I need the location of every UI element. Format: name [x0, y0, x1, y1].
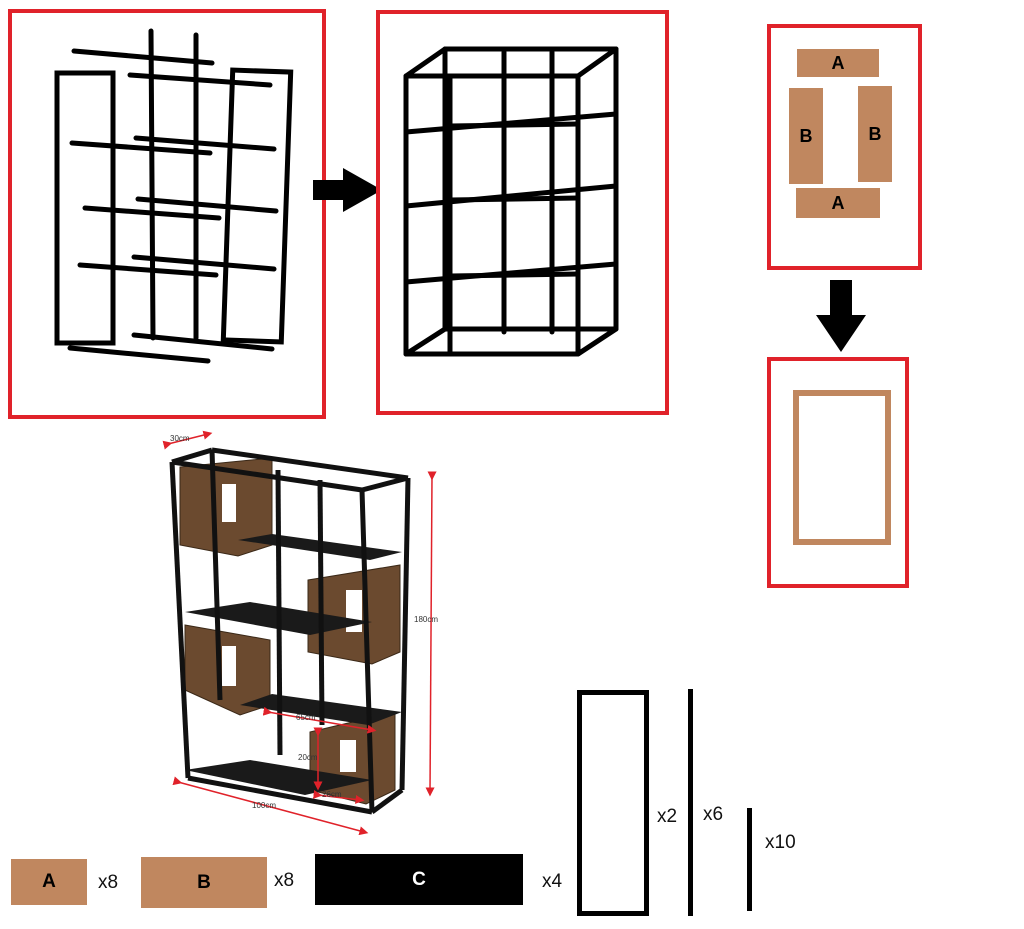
part-c-shelf: C — [315, 854, 523, 905]
shelf-width-dimension-line — [262, 706, 377, 734]
horizontal-bar — [131, 254, 277, 272]
part-a-board: A — [11, 859, 87, 905]
horizontal-bar — [77, 262, 219, 278]
assembled-box-outline — [793, 390, 891, 545]
part-a-quantity: x8 — [98, 872, 119, 893]
piece-a-label: A — [831, 192, 845, 213]
horizontal-bar — [133, 135, 277, 152]
short-bar-part — [747, 808, 752, 911]
horizontal-bar — [135, 196, 279, 214]
assembled-frame-sketch — [403, 46, 619, 357]
part-c-quantity: x4 — [542, 871, 563, 892]
side-frame-quantity: x2 — [657, 806, 678, 827]
horizontal-bar — [71, 48, 215, 66]
piece-a-bottom: A — [796, 188, 880, 218]
part-b-label: B — [197, 871, 211, 893]
long-bar-part — [688, 689, 693, 916]
assembled-box-panel — [767, 357, 909, 588]
total-width-dimension-label: 100cm — [252, 801, 276, 810]
depth-dimension-label: 30cm — [170, 434, 190, 443]
piece-b-label: B — [799, 125, 813, 146]
piece-b-label: B — [868, 123, 882, 144]
vertical-bar — [148, 28, 156, 341]
sketch-loose-parts-panel — [8, 9, 326, 419]
part-c-label: C — [412, 868, 426, 890]
depth-dimension-line — [162, 430, 213, 450]
front-frame — [403, 73, 581, 357]
piece-b-left: B — [789, 88, 823, 184]
box-pieces-layout-panel: A B B A — [767, 24, 922, 270]
total-width-dimension-line — [172, 776, 369, 836]
height-dimension-label: 180cm — [414, 615, 438, 624]
long-bar-quantity: x6 — [703, 804, 724, 825]
piece-a-top: A — [797, 49, 879, 77]
part-b-board: B — [141, 857, 267, 908]
horizontal-bar — [67, 345, 211, 364]
part-b-quantity: x8 — [274, 870, 295, 891]
horizontal-bar — [69, 140, 213, 156]
horizontal-bar — [131, 332, 275, 352]
height-dimension-line — [425, 471, 437, 797]
assembled-frame-panel — [376, 10, 669, 415]
piece-b-right: B — [858, 86, 892, 182]
shelf-bar — [403, 183, 619, 209]
loose-parts-sketch — [54, 28, 294, 364]
box-width-dimension-label: 26cm — [322, 790, 342, 799]
back-frame — [442, 46, 619, 332]
side-frame-part — [577, 690, 649, 916]
box-height-dimension-label: 20cm — [298, 753, 318, 762]
horizontal-bar — [127, 72, 273, 88]
horizontal-bar — [82, 205, 222, 221]
piece-a-label: A — [831, 52, 845, 73]
part-a-label: A — [42, 871, 56, 892]
short-bar-quantity: x10 — [765, 832, 796, 853]
shelf-width-dimension-label: 65cm — [296, 713, 316, 722]
